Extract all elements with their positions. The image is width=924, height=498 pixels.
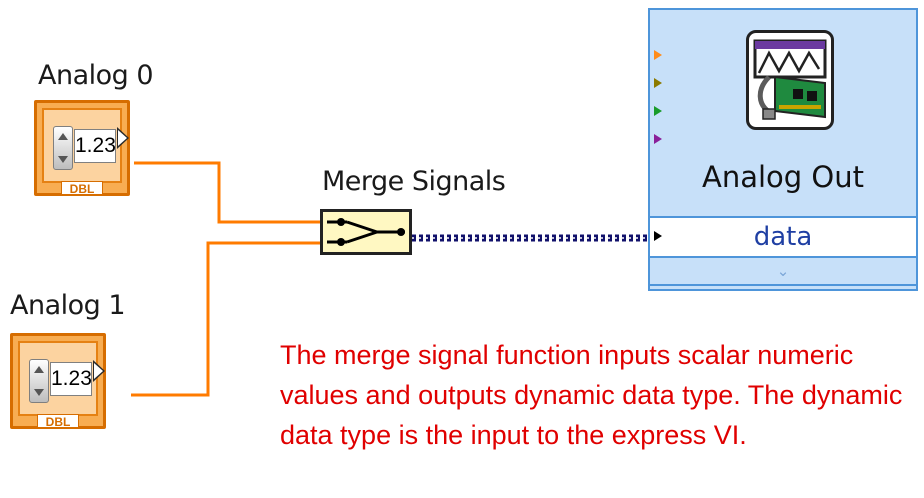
numeric-value[interactable]: 1.23 bbox=[50, 362, 92, 396]
merge-signals-label: Merge Signals bbox=[322, 166, 506, 197]
express-vi-title: Analog Out bbox=[702, 160, 864, 194]
daq-assistant-icon bbox=[746, 30, 834, 130]
control-label-analog-1: Analog 1 bbox=[10, 290, 126, 321]
numeric-control-face: 1.23 bbox=[42, 108, 122, 183]
merge-signals-icon bbox=[327, 218, 405, 246]
numeric-control-face: 1.23 bbox=[18, 341, 98, 416]
increment-decrement-icon[interactable] bbox=[29, 359, 49, 403]
data-type-badge: DBL bbox=[61, 181, 103, 196]
merge-signals-node[interactable] bbox=[320, 209, 412, 255]
express-vi-analog-out[interactable]: Analog Out data ⌄ bbox=[648, 8, 918, 291]
output-terminal-icon[interactable] bbox=[93, 360, 105, 382]
numeric-control-analog-1[interactable]: 1.23 DBL bbox=[10, 333, 106, 429]
annotation-text: The merge signal function inputs scalar … bbox=[280, 340, 903, 450]
wire-analog-0[interactable] bbox=[134, 161, 322, 224]
wire-analog-1[interactable] bbox=[131, 241, 322, 397]
terminal-label: data bbox=[753, 222, 813, 252]
increment-decrement-icon[interactable] bbox=[53, 126, 73, 170]
terminal-input-arrow-icon bbox=[654, 231, 662, 241]
express-vi-input-arrows bbox=[654, 50, 662, 144]
control-label-analog-0: Analog 0 bbox=[38, 60, 154, 91]
express-vi-data-terminal[interactable]: data bbox=[650, 216, 916, 258]
double-chevron-down-icon[interactable]: ⌄ bbox=[650, 258, 916, 286]
data-type-badge: DBL bbox=[37, 414, 79, 429]
numeric-value[interactable]: 1.23 bbox=[74, 129, 116, 163]
numeric-control-analog-0[interactable]: 1.23 DBL bbox=[34, 100, 130, 196]
output-terminal-icon[interactable] bbox=[117, 127, 129, 149]
